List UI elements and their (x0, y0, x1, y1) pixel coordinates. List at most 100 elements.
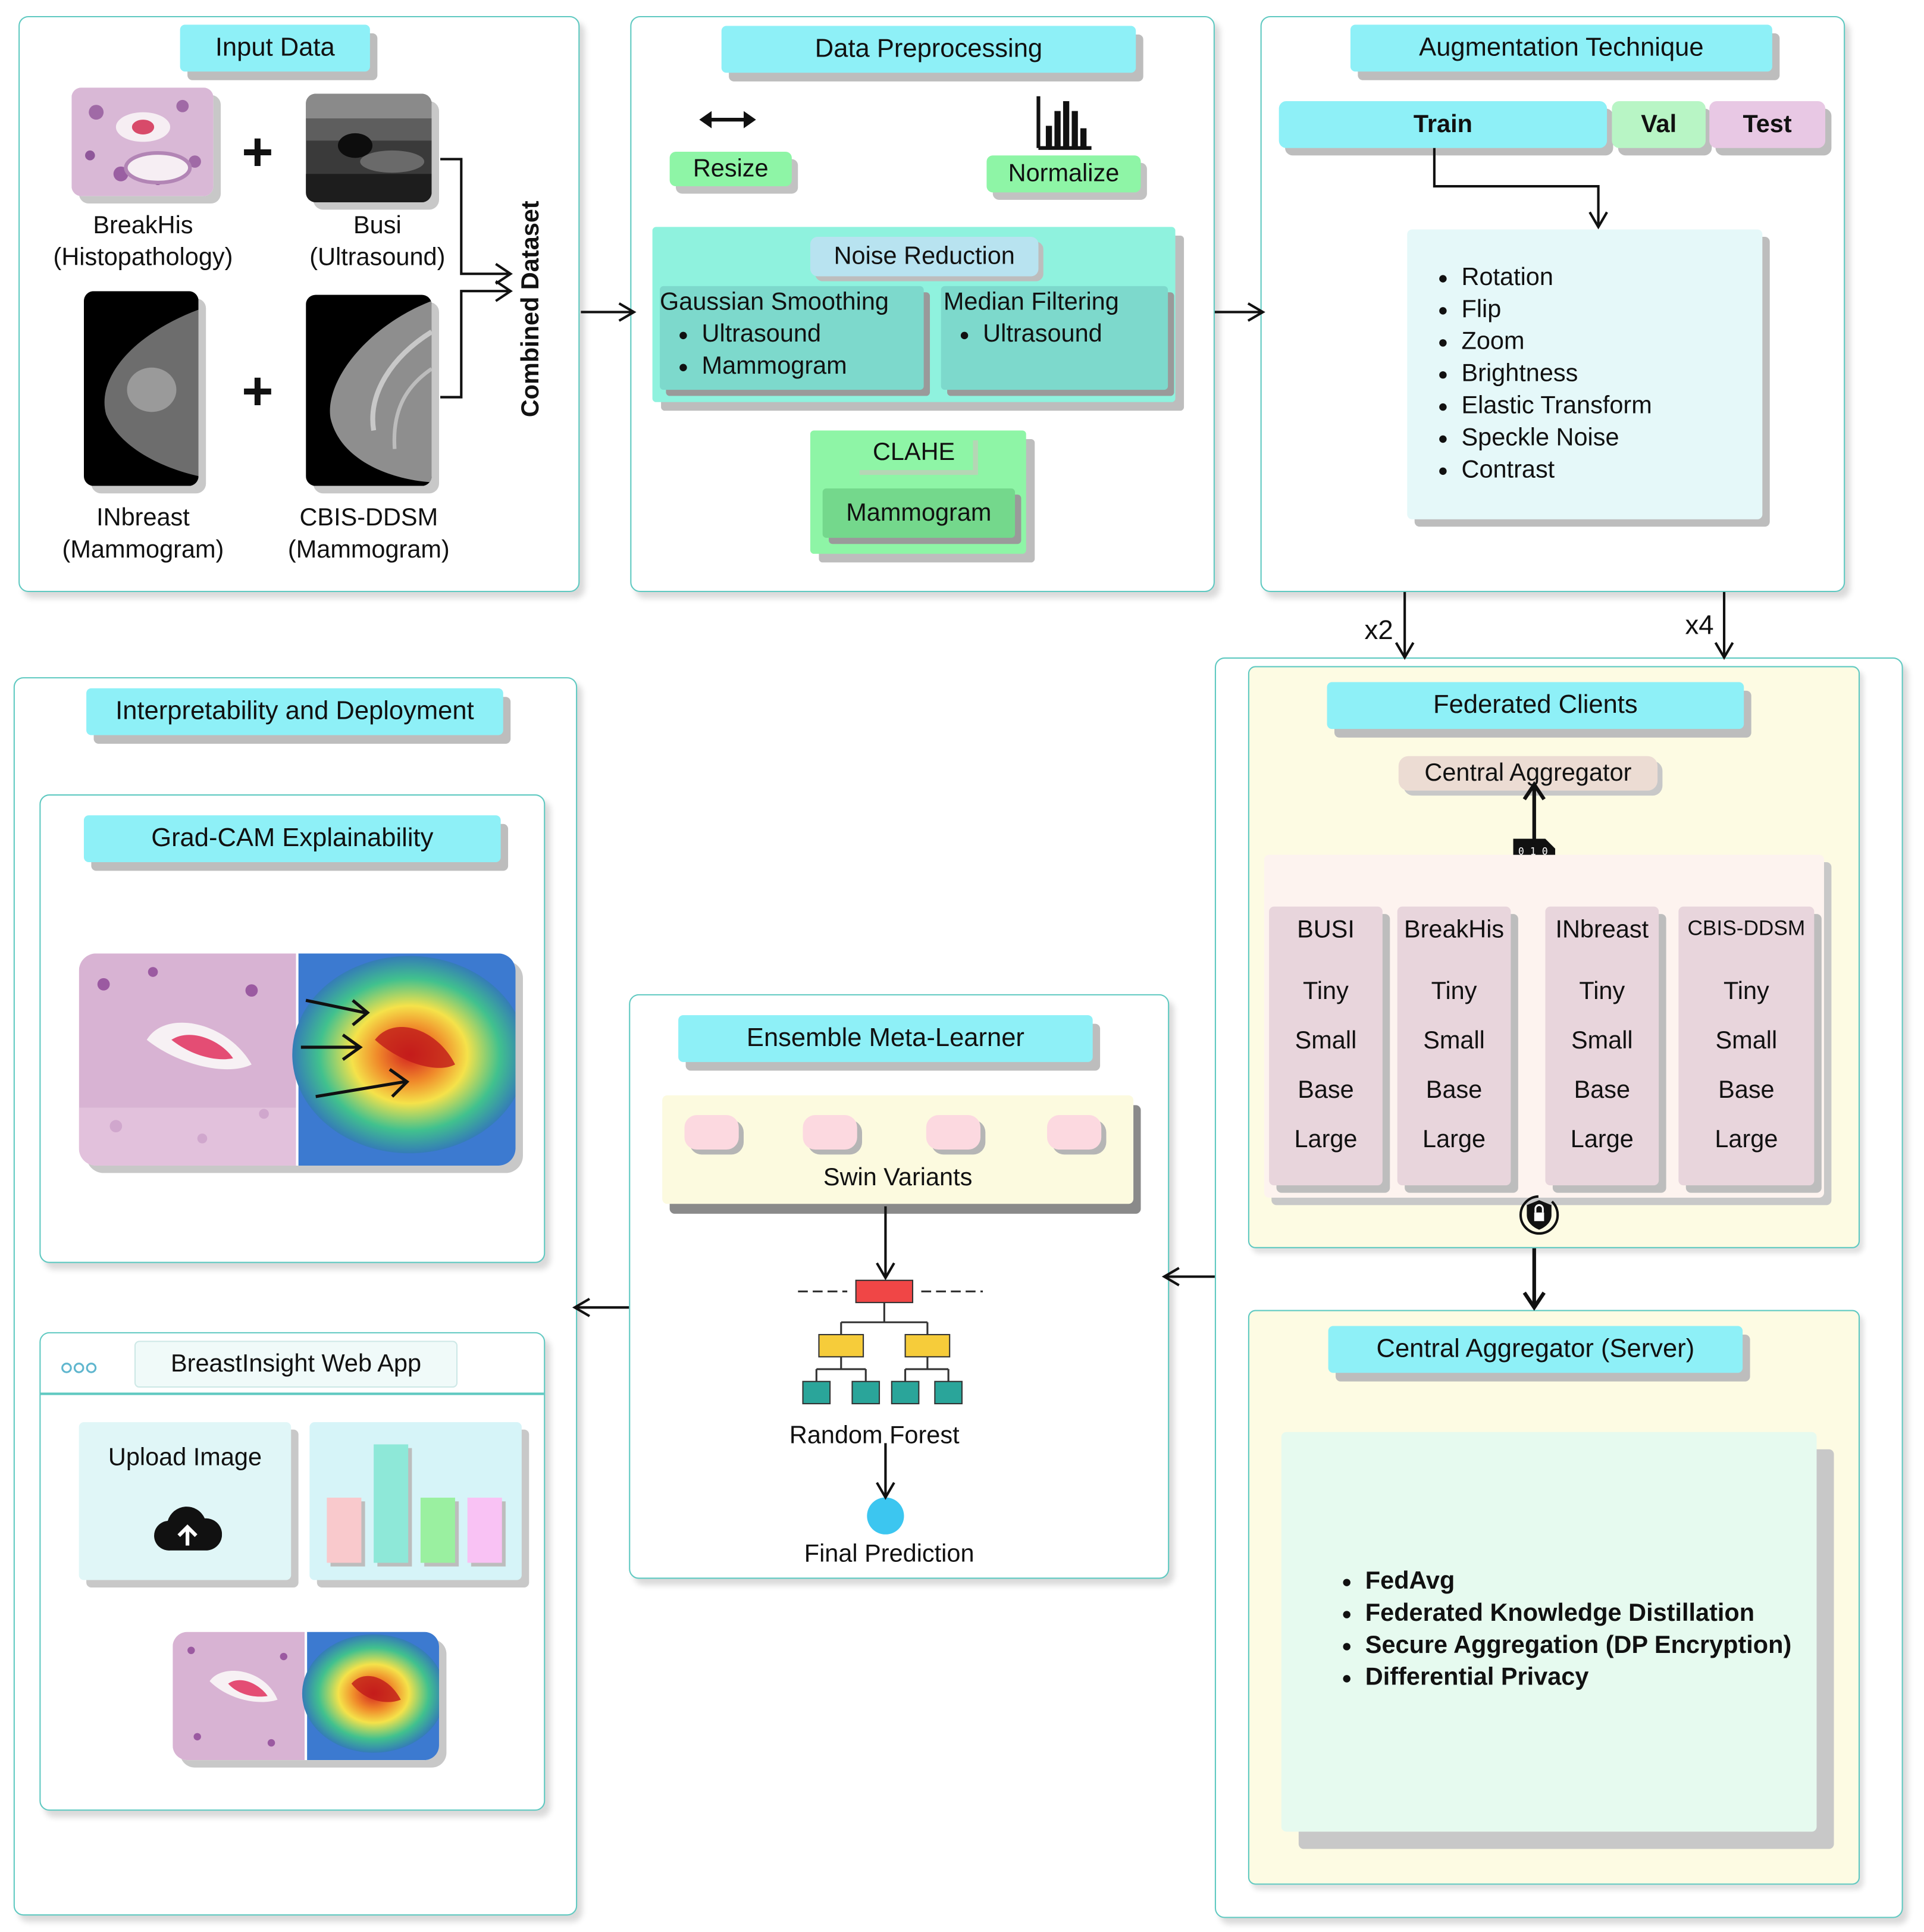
variant-tiny: Tiny (1303, 978, 1349, 1006)
multiplier-x4: x4 (1685, 609, 1714, 640)
median-list: Ultrasound (956, 318, 1102, 350)
clahe-title: CLAHE (855, 436, 973, 470)
input-data-panel: Input Data + BreakHis (Histopathology) B… (18, 15, 580, 593)
cbis-ddsm-thumbnail (306, 295, 432, 486)
resize-label: Resize (669, 151, 792, 187)
variant-base: Base (1574, 1076, 1631, 1104)
swin-variant-chip (684, 1114, 739, 1150)
resize-arrow-icon (699, 106, 756, 139)
variant-base: Base (1718, 1076, 1775, 1104)
upload-card[interactable]: Upload Image (79, 1422, 292, 1580)
swin-variant-chip (1046, 1114, 1102, 1150)
breakhis-name: BreakHis (93, 212, 193, 240)
federated-clients-box: Federated Clients Central Aggregator 0 1… (1248, 666, 1860, 1248)
variant-large: Large (1422, 1126, 1486, 1154)
server-method: Secure Aggregation (DP Encryption) (1365, 1629, 1822, 1661)
busi-modality: (Ultrasound) (309, 244, 446, 272)
random-forest-label: Random Forest (789, 1422, 960, 1449)
val-split: Val (1612, 101, 1706, 148)
chart-bar (420, 1498, 455, 1563)
random-forest-icon (798, 1273, 983, 1427)
gaussian-list: Ultrasound Mammogram (675, 318, 847, 383)
swin-variant-chip (926, 1114, 981, 1150)
client-card-breakhis: BreakHis Tiny Small Base Large (1397, 906, 1511, 1186)
variant-small: Small (1571, 1027, 1633, 1055)
client-name: CBIS-DDSM (1687, 916, 1806, 940)
federated-outer-panel: Federated Clients Central Aggregator 0 1… (1214, 657, 1903, 1918)
combined-dataset-label: Combined Dataset (517, 201, 545, 418)
augmentation-item: Zoom (1462, 325, 1652, 358)
variant-base: Base (1298, 1076, 1354, 1104)
client-name: INbreast (1555, 916, 1649, 944)
train-split: Train (1279, 101, 1607, 148)
server-box: Central Aggregator (Server) FedAvg Feder… (1248, 1310, 1860, 1885)
variant-large: Large (1294, 1126, 1358, 1154)
variant-small: Small (1295, 1027, 1357, 1055)
svg-text:0 1 0: 0 1 0 (1518, 846, 1548, 857)
inbreast-name: INbreast (96, 504, 190, 532)
gradcam-title: Grad-CAM Explainability (83, 815, 501, 863)
augmentation-item: Rotation (1462, 261, 1652, 293)
preprocessing-title: Data Preprocessing (721, 26, 1136, 73)
chart-bar (467, 1498, 502, 1563)
variant-large: Large (1715, 1126, 1778, 1154)
noise-reduction-title: Noise Reduction (810, 237, 1039, 277)
swin-variant-chip (803, 1114, 857, 1150)
server-methods-list: FedAvg Federated Knowledge Distillation … (1338, 1565, 1822, 1694)
swin-variants-box: Swin Variants (662, 1095, 1134, 1204)
chart-bar (327, 1498, 362, 1563)
median-item: Ultrasound (983, 318, 1102, 350)
interpretability-panel: Interpretability and Deployment Grad-CAM… (13, 677, 578, 1916)
server-methods-box: FedAvg Federated Knowledge Distillation … (1281, 1432, 1817, 1832)
gaussian-title: Gaussian Smoothing (660, 289, 889, 316)
test-split: Test (1709, 101, 1826, 148)
federated-clients-title: Federated Clients (1327, 682, 1744, 729)
variant-small: Small (1423, 1027, 1485, 1055)
client-card-inbreast: INbreast Tiny Small Base Large (1545, 906, 1659, 1186)
ensemble-title: Ensemble Meta-Learner (678, 1015, 1093, 1062)
augmentation-title: Augmentation Technique (1350, 24, 1772, 72)
server-method: Federated Knowledge Distillation (1365, 1598, 1822, 1630)
window-dots-icon (61, 1358, 98, 1380)
busi-thumbnail (306, 93, 432, 202)
server-title: Central Aggregator (Server) (1328, 1326, 1743, 1373)
final-prediction-label: Final Prediction (804, 1540, 974, 1568)
gaussian-item: Mammogram (702, 350, 847, 383)
final-prediction-dot (867, 1497, 904, 1535)
gaussian-box: Gaussian Smoothing Ultrasound Mammogram (660, 286, 924, 390)
cbis-ddsm-modality: (Mammogram) (287, 536, 450, 564)
inbreast-thumbnail (83, 291, 199, 486)
variant-small: Small (1715, 1027, 1778, 1055)
webapp-divider (40, 1392, 544, 1395)
clahe-box: CLAHE Mammogram (810, 430, 1026, 554)
webapp-title: BreastInsight Web App (134, 1341, 458, 1388)
server-method: Differential Privacy (1365, 1661, 1822, 1693)
noise-reduction-box: Noise Reduction Gaussian Smoothing Ultra… (652, 227, 1176, 402)
webapp-panel: BreastInsight Web App Upload Image (39, 1332, 546, 1811)
plus-sign-2: + (242, 361, 274, 422)
cloud-upload-icon (153, 1504, 223, 1559)
client-card-cbis-ddsm: CBIS-DDSM Tiny Small Base Large (1678, 906, 1815, 1186)
gradcam-panel: Grad-CAM Explainability (39, 794, 546, 1263)
variant-large: Large (1570, 1126, 1634, 1154)
upload-label: Upload Image (108, 1444, 262, 1472)
results-chart-card (309, 1422, 522, 1580)
augmentation-item: Elastic Transform (1462, 390, 1652, 422)
client-card-busi: BUSI Tiny Small Base Large (1269, 906, 1383, 1186)
preprocessing-panel: Data Preprocessing Resize Normalize Nois… (630, 15, 1215, 593)
augmentation-item: Flip (1462, 293, 1652, 325)
clahe-mammogram: Mammogram (822, 488, 1016, 538)
breakhis-thumbnail (71, 87, 214, 196)
augmentation-list: Rotation Flip Zoom Brightness Elastic Tr… (1434, 261, 1652, 486)
breakhis-modality: (Histopathology) (53, 244, 233, 272)
gaussian-item: Ultrasound (702, 318, 847, 350)
augmentation-list-box: Rotation Flip Zoom Brightness Elastic Tr… (1407, 229, 1763, 519)
chart-bar (374, 1444, 409, 1563)
input-data-title: Input Data (180, 24, 370, 72)
normalize-label: Normalize (986, 155, 1141, 193)
central-aggregator-label: Central Aggregator (1398, 756, 1658, 791)
interpretability-title: Interpretability and Deployment (86, 688, 503, 735)
variant-tiny: Tiny (1723, 978, 1769, 1006)
client-name: BUSI (1297, 916, 1355, 944)
cbis-ddsm-name: CBIS-DDSM (299, 504, 438, 532)
